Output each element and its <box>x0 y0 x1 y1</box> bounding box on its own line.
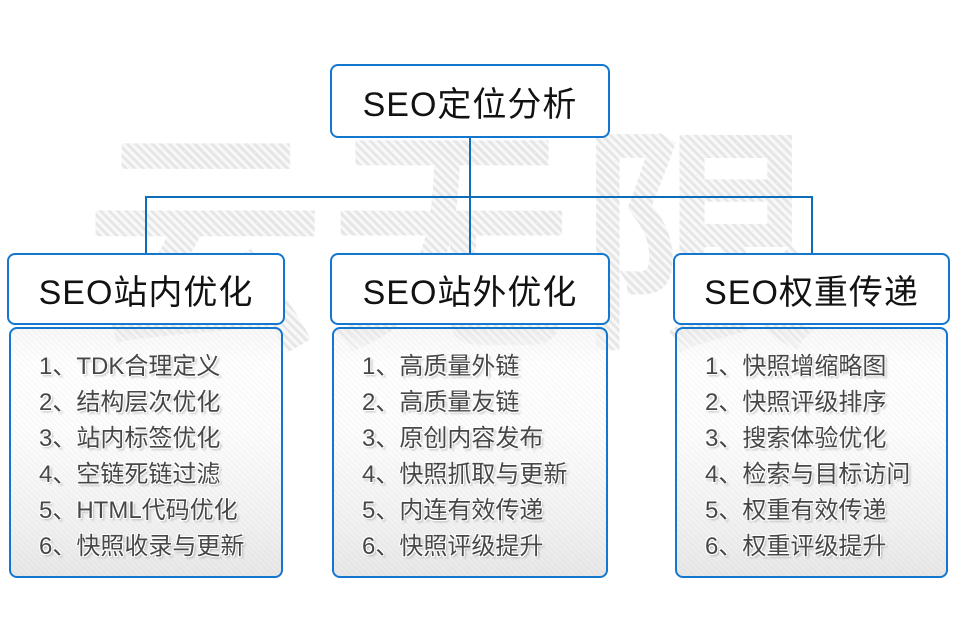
list-item: 4、快照抓取与更新 <box>362 461 568 488</box>
branch-list-offsite: 1、高质量外链 2、高质量友链 3、原创内容发布 4、快照抓取与更新 5、内连有… <box>332 327 608 578</box>
root-node: SEO定位分析 <box>330 64 610 138</box>
list-item: 6、快照收录与更新 <box>39 533 245 560</box>
list-item: 1、高质量外链 <box>362 353 520 380</box>
list-item: 4、检索与目标访问 <box>705 461 911 488</box>
list-item: 6、权重评级提升 <box>705 533 887 560</box>
list-item: 2、快照评级排序 <box>705 389 887 416</box>
branch-node-weight: SEO权重传递 <box>673 253 950 325</box>
branch-node-offsite-label: SEO站外优化 <box>362 273 578 312</box>
list-item: 5、内连有效传递 <box>362 497 544 524</box>
branch-node-onsite-label: SEO站内优化 <box>38 273 254 312</box>
list-item: 3、原创内容发布 <box>362 425 544 452</box>
list-item: 5、HTML代码优化 <box>39 497 238 524</box>
branch-node-onsite: SEO站内优化 <box>7 253 285 325</box>
branch-list-onsite-items: 1、TDK合理定义 2、结构层次优化 3、站内标签优化 4、空链死链过滤 5、H… <box>11 329 281 565</box>
list-item: 1、快照增缩略图 <box>705 353 887 380</box>
branch-node-offsite: SEO站外优化 <box>330 253 610 325</box>
list-item: 1、TDK合理定义 <box>39 353 221 380</box>
branch-list-onsite: 1、TDK合理定义 2、结构层次优化 3、站内标签优化 4、空链死链过滤 5、H… <box>9 327 283 578</box>
list-item: 3、搜索体验优化 <box>705 425 887 452</box>
list-item: 5、权重有效传递 <box>705 497 887 524</box>
list-item: 3、站内标签优化 <box>39 425 221 452</box>
list-item: 2、结构层次优化 <box>39 389 221 416</box>
list-item: 6、快照评级提升 <box>362 533 544 560</box>
branch-list-weight-items: 1、快照增缩略图 2、快照评级排序 3、搜索体验优化 4、检索与目标访问 5、权… <box>677 329 946 565</box>
root-node-label: SEO定位分析 <box>362 85 578 124</box>
list-item: 4、空链死链过滤 <box>39 461 221 488</box>
list-item: 2、高质量友链 <box>362 389 520 416</box>
branch-list-offsite-items: 1、高质量外链 2、高质量友链 3、原创内容发布 4、快照抓取与更新 5、内连有… <box>334 329 606 565</box>
branch-list-weight: 1、快照增缩略图 2、快照评级排序 3、搜索体验优化 4、检索与目标访问 5、权… <box>675 327 948 578</box>
branch-node-weight-label: SEO权重传递 <box>704 273 919 312</box>
